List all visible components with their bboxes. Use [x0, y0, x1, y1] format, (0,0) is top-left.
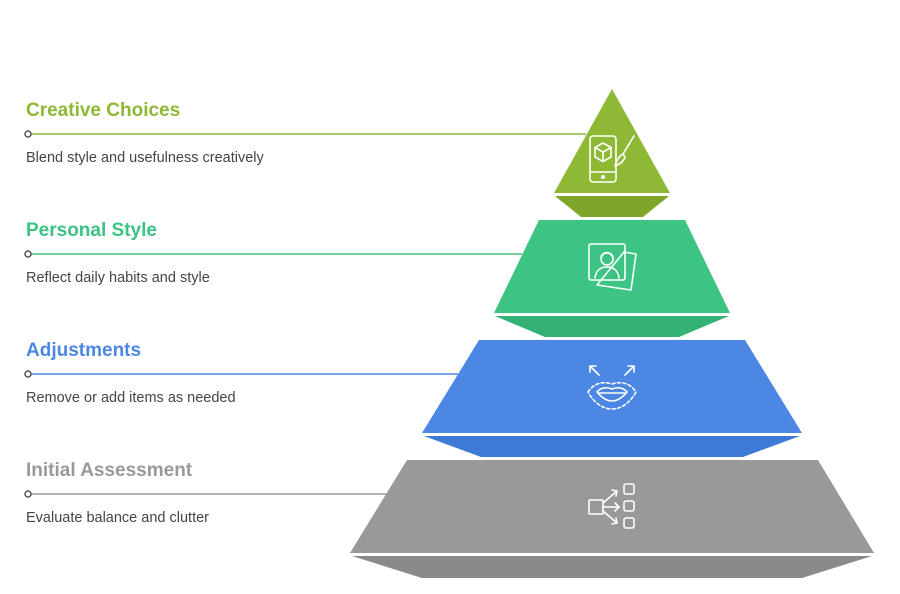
level-4-title: Initial Assessment [26, 460, 193, 481]
portrait-photos-icon [588, 243, 637, 291]
pyramid-level-2 [494, 220, 730, 337]
connector-dot-4 [24, 490, 32, 498]
connector-lines [24, 130, 586, 498]
phone-paintbrush-icon [589, 135, 635, 183]
level-4-label: Initial Assessment Evaluate balance and … [26, 460, 386, 526]
level-2-description: Reflect daily habits and style [26, 270, 210, 286]
level-4-base [352, 556, 872, 578]
connector-dot-1 [24, 130, 32, 138]
level-3-title: Adjustments [26, 340, 142, 361]
level-1-title: Creative Choices [26, 100, 181, 121]
level-1-base [555, 196, 669, 217]
level-3-description: Remove or add items as needed [26, 390, 236, 406]
level-2-title: Personal Style [26, 220, 157, 241]
level-3-base [424, 436, 800, 457]
pyramid-level-3 [422, 340, 802, 457]
level-2-base [495, 316, 729, 337]
connector-dot-2 [24, 250, 32, 258]
level-3-face [422, 340, 802, 433]
level-1-label: Creative Choices Blend style and usefuln… [26, 100, 386, 166]
lips-expand-icon [587, 365, 637, 410]
connector-dot-3 [24, 370, 32, 378]
level-4-description: Evaluate balance and clutter [26, 510, 209, 526]
level-2-label: Personal Style Reflect daily habits and … [26, 220, 386, 286]
level-3-label: Adjustments Remove or add items as neede… [26, 340, 386, 406]
level-1-face [554, 89, 670, 193]
pyramid-level-1 [554, 89, 670, 217]
flow-options-icon [588, 483, 635, 529]
level-1-description: Blend style and usefulness creatively [26, 150, 264, 166]
